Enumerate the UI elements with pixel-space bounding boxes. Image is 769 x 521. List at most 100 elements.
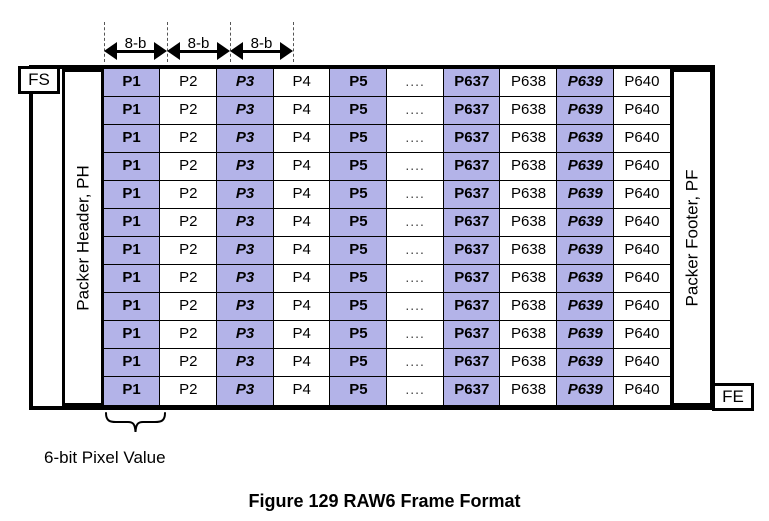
pixel-cell: P1 (102, 67, 161, 98)
arrow-head-right-icon (217, 42, 230, 60)
arrow-head-left-icon (230, 42, 243, 60)
pixel-cell: .... (386, 207, 445, 238)
pixel-cell: P5 (329, 179, 388, 210)
pixel-cell: P637 (442, 95, 501, 126)
pixel-cell: P3 (215, 264, 275, 294)
pixel-cell: P1 (102, 95, 161, 126)
pixel-cell: P4 (272, 179, 331, 210)
pixel-cell: .... (386, 376, 445, 406)
pixel-cell: P637 (442, 292, 501, 322)
pixel-cell: P639 (556, 376, 615, 406)
pixel-cell: P638 (499, 95, 558, 126)
pixel-cell: P3 (215, 207, 275, 238)
pixel-cell: .... (386, 320, 445, 350)
pixel-cell: P2 (159, 235, 218, 266)
pixel-cell: P3 (215, 151, 275, 182)
pixel-cell: P638 (499, 123, 558, 154)
pixel-cell: P639 (556, 264, 615, 294)
bit-width-label: 8-b (250, 35, 273, 52)
pixel-cell: P1 (102, 123, 161, 154)
pixel-cell: P3 (215, 235, 275, 266)
pixel-cell: P2 (159, 264, 218, 294)
pixel-cell: P4 (272, 292, 331, 322)
bit-width-label: 8-b (124, 35, 147, 52)
pixel-value-label: 6-bit Pixel Value (44, 448, 166, 467)
pixel-cell: P637 (442, 235, 501, 266)
pixel-cell: P640 (612, 264, 672, 294)
pixel-cell: P637 (442, 207, 501, 238)
pixel-cell: P1 (102, 348, 161, 378)
pixel-cell: P2 (159, 67, 218, 98)
pixel-cell: .... (386, 292, 445, 322)
arrow-head-left-icon (104, 42, 117, 60)
pixel-cell: P3 (215, 376, 275, 406)
pixel-cell: P639 (556, 235, 615, 266)
bit-width-arrow: 8-b (167, 31, 230, 60)
pixel-cell: P640 (612, 235, 672, 266)
bit-width-label: 8-b (187, 35, 210, 52)
packer-header-label: Packer Header, PH (73, 164, 93, 311)
pixel-cell: P3 (215, 95, 275, 126)
pixel-cell: P638 (499, 179, 558, 210)
pixel-cell: P639 (556, 67, 615, 98)
pixel-cell: P638 (499, 207, 558, 238)
pixel-cell: P4 (272, 320, 331, 350)
pixel-cell: P3 (215, 123, 275, 154)
figure-caption: Figure 129 RAW6 Frame Format (248, 491, 521, 511)
pixel-cell: P2 (159, 151, 218, 182)
pixel-cell: .... (386, 264, 445, 294)
pixel-cell: P5 (329, 95, 388, 126)
pixel-cell: P4 (272, 264, 331, 294)
pixel-cell: P639 (556, 123, 615, 154)
pixel-cell: P4 (272, 376, 331, 406)
pixel-cell: P640 (612, 179, 672, 210)
pixel-cell: P4 (272, 95, 331, 126)
pixel-cell: P639 (556, 348, 615, 378)
pixel-cell: P2 (159, 207, 218, 238)
pixel-cell: P5 (329, 207, 388, 238)
pixel-cell: P2 (159, 348, 218, 378)
pixel-cell: P638 (499, 67, 558, 98)
pixel-cell: P3 (215, 67, 275, 98)
pixel-value-brace (104, 412, 167, 434)
pixel-cell: P639 (556, 179, 615, 210)
pixel-cell: P2 (159, 376, 218, 406)
pixel-cell: P1 (102, 264, 161, 294)
pixel-cell: P638 (499, 376, 558, 406)
pixel-cell: P4 (272, 151, 331, 182)
pixel-cell: P637 (442, 179, 501, 210)
bit-width-arrow: 8-b (230, 31, 293, 60)
pixel-cell: P2 (159, 320, 218, 350)
pixel-cell: P2 (159, 123, 218, 154)
arrow-shaft (173, 50, 224, 53)
pixel-cell: P639 (556, 207, 615, 238)
pixel-cell: P5 (329, 123, 388, 154)
pixel-cell: P640 (612, 207, 672, 238)
pixel-cell: P5 (329, 320, 388, 350)
pixel-cell: P638 (499, 151, 558, 182)
pixel-cell: P4 (272, 348, 331, 378)
bit-width-arrow: 8-b (104, 31, 167, 60)
pixel-cell: P639 (556, 320, 615, 350)
pixel-cell: P4 (272, 235, 331, 266)
pixel-cell: P637 (442, 151, 501, 182)
bit-width-measurement-band: 8-b 8-b 8-b (0, 0, 769, 62)
arrow-head-right-icon (280, 42, 293, 60)
pixel-cell: P639 (556, 292, 615, 322)
pixel-cell: P1 (102, 376, 161, 406)
pixel-cell: P1 (102, 179, 161, 210)
pixel-cell: P638 (499, 348, 558, 378)
pixel-cell: P638 (499, 235, 558, 266)
arrow-head-left-icon (167, 42, 180, 60)
pixel-cell: P638 (499, 320, 558, 350)
packer-footer-panel: Packer Footer, PF (671, 69, 713, 406)
pixel-cell: P637 (442, 264, 501, 294)
pixel-cell: P3 (215, 179, 275, 210)
pixel-cell: P4 (272, 123, 331, 154)
pixel-cell: P1 (102, 151, 161, 182)
